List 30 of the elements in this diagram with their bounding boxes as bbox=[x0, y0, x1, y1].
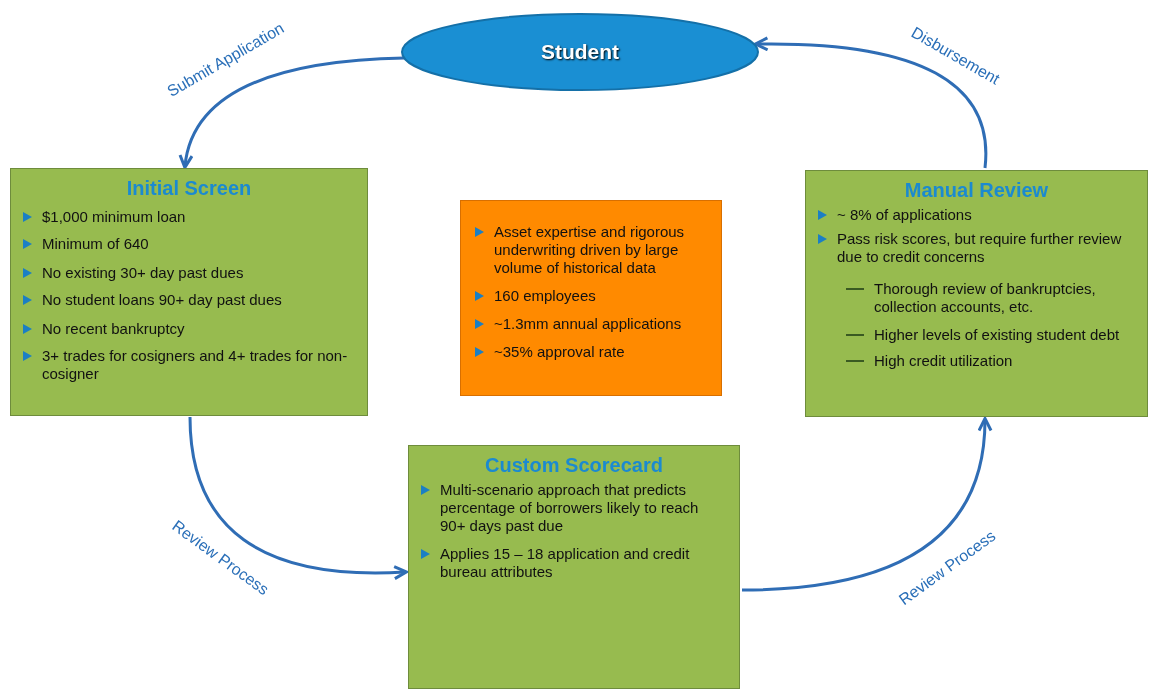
box-heading: Manual Review bbox=[903, 179, 1050, 202]
bullet-text: No recent bankruptcy bbox=[42, 320, 185, 338]
process-box bbox=[805, 170, 1148, 417]
process-box bbox=[10, 168, 368, 416]
ellipse-node bbox=[400, 12, 760, 92]
box-heading: Initial Screen bbox=[125, 177, 253, 200]
bullet-text: Asset expertise and rigorous underwriting driven by large volume of historical data bbox=[494, 223, 686, 277]
sub-bullet-text: Thorough review of bankruptcies, collection accounts, etc. bbox=[874, 280, 1097, 316]
bullet-text: Minimum of 640 bbox=[42, 235, 149, 253]
sub-bullet-text: Higher levels of existing student debt bbox=[874, 326, 1120, 344]
curved-arrow bbox=[179, 56, 405, 169]
bullet-text: Applies 15 – 18 application and credit bureau attributes bbox=[440, 545, 691, 581]
bullet-text: ~35% approval rate bbox=[494, 343, 625, 361]
sub-bullet-text: High credit utilization bbox=[874, 352, 1013, 370]
bullet-text: 3+ trades for cosigners and 4+ trades for non-cosigner bbox=[42, 347, 349, 383]
curved-arrow bbox=[754, 36, 988, 169]
info-box bbox=[460, 200, 722, 396]
bullet-text: No student loans 90+ day past dues bbox=[42, 291, 282, 309]
bullet-text: ~1.3mm annual applications bbox=[494, 315, 682, 333]
bullet-text: ~ 8% of applications bbox=[837, 206, 972, 224]
box-heading: Custom Scorecard bbox=[484, 454, 664, 477]
process-box bbox=[408, 445, 740, 689]
node-label: Student bbox=[540, 40, 620, 64]
bullet-text: 160 employees bbox=[494, 287, 596, 305]
bullet-text: Multi-scenario approach that predicts percentage of borrowers likely to reach 90+ days past due bbox=[440, 481, 700, 535]
curved-arrow bbox=[188, 416, 408, 580]
bullet-text: No existing 30+ day past dues bbox=[42, 264, 244, 282]
curved-arrow bbox=[741, 417, 992, 592]
bullet-text: $1,000 minimum loan bbox=[42, 208, 186, 226]
bullet-text: Pass risk scores, but require further review due to credit concerns bbox=[837, 230, 1123, 266]
